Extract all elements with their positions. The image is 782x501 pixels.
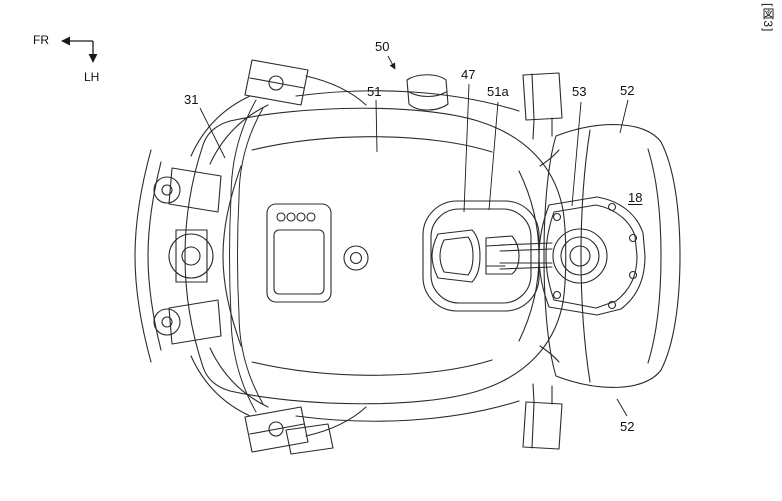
- mirror-stalk-bottom: [522, 383, 563, 450]
- fuel-tank: [184, 107, 567, 405]
- orientation-arrows: [61, 36, 98, 63]
- ref-label-53: 53: [572, 84, 587, 99]
- seat: [543, 124, 681, 388]
- fuel-cap-assembly: [538, 196, 646, 316]
- cap-hinge-arms: [499, 242, 553, 270]
- mirror-stalk-top: [522, 72, 563, 140]
- direction-label-fr: FR: [33, 33, 49, 47]
- ref-label-52-top: 52: [620, 83, 635, 98]
- steering-clamp: [153, 167, 222, 345]
- ref-label-51a: 51a: [487, 84, 509, 99]
- tank-emblem: [343, 245, 369, 271]
- ref-label-50: 50: [375, 39, 390, 54]
- ref-label-31: 31: [184, 92, 199, 107]
- instrument-panel: [266, 203, 332, 303]
- ref-label-18: 18: [628, 190, 643, 205]
- leader-lines: [199, 55, 629, 417]
- ref-label-52-bottom: 52: [620, 419, 635, 434]
- handlebar-top: [190, 59, 367, 165]
- cables: [229, 99, 264, 413]
- handlebar-bottom: [190, 347, 367, 455]
- figure-number-tag: [図3]: [761, 3, 775, 33]
- cowl-edges: [295, 90, 520, 422]
- ref-label-51: 51: [367, 84, 382, 99]
- filler-recess: [422, 200, 540, 312]
- front-fender: [134, 149, 162, 363]
- top-center-component: [406, 74, 449, 111]
- direction-label-lh: LH: [84, 70, 100, 84]
- ref-label-47: 47: [461, 67, 476, 82]
